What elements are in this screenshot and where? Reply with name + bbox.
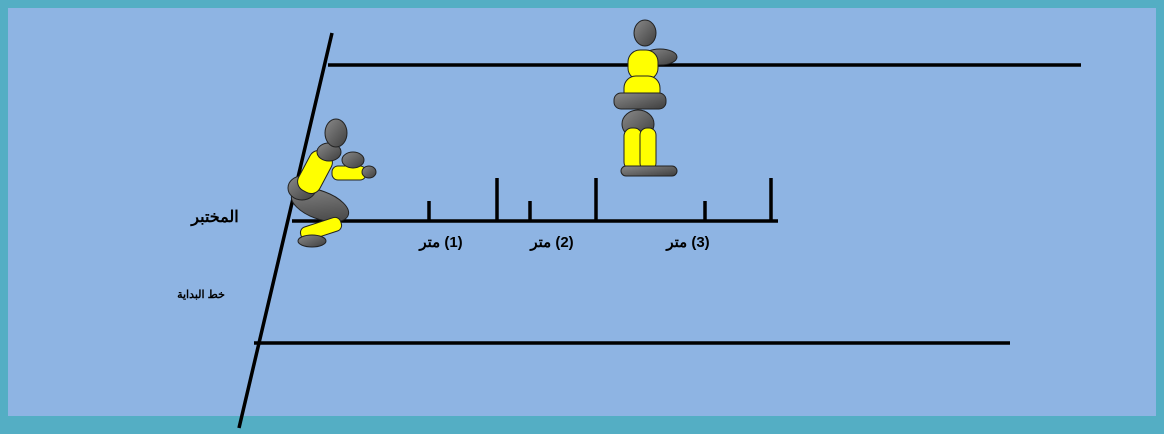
crouching-figure-icon [287, 118, 377, 248]
start-line [237, 32, 334, 429]
examinee-label: المختبر [190, 209, 238, 227]
meter-3-label: (3) متر [665, 234, 709, 251]
meter-1-label: (1) متر [418, 234, 462, 251]
meter-2-label: (2) متر [529, 234, 573, 251]
standing-figure-icon [613, 19, 678, 177]
measuring-scale [292, 178, 778, 223]
start-line-label: خط البداية [177, 289, 225, 301]
field-panel [8, 8, 1156, 416]
